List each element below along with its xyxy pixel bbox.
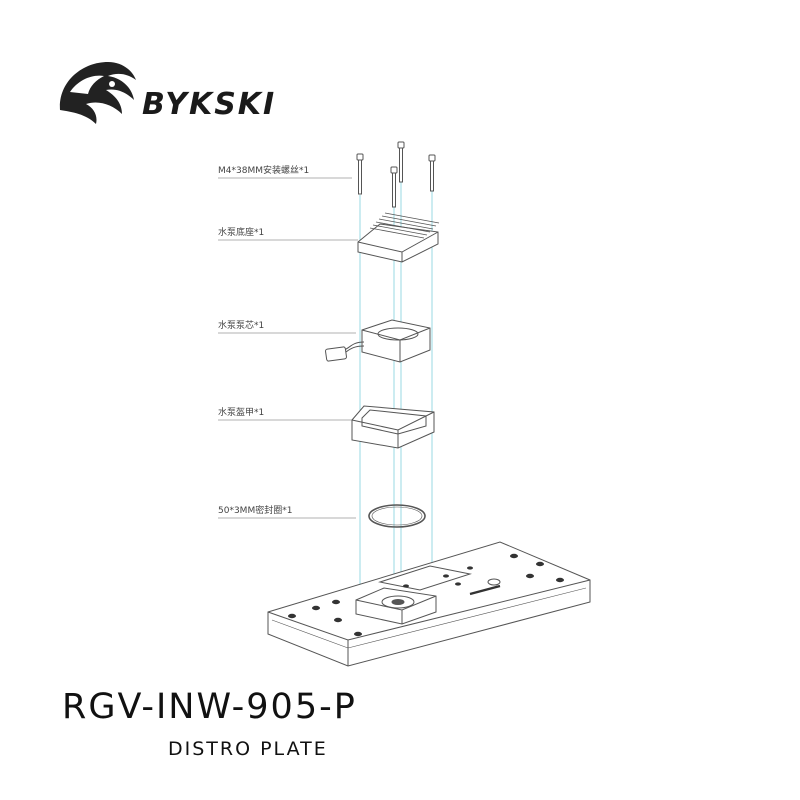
product-model: RGV-INW-905-P	[62, 687, 357, 727]
part-label-pump-core: 水泵泵芯*1	[218, 319, 264, 331]
part-label-pump-base: 水泵底座*1	[218, 226, 264, 238]
pump-core-icon	[325, 319, 431, 363]
brand-name: BYKSKI	[142, 87, 276, 122]
part-labels: M4*38MM安装螺丝*1 水泵底座*1 水泵泵芯*1 水泵盔甲*1 50*3M…	[218, 164, 309, 516]
dragon-logo-icon	[59, 62, 137, 124]
part-label-screw: M4*38MM安装螺丝*1	[218, 164, 309, 176]
screw-icon	[356, 141, 436, 208]
callout-lines	[218, 177, 358, 519]
product-type: DISTRO PLATE	[168, 738, 328, 760]
pump-base-icon	[357, 212, 440, 263]
pump-housing-icon	[351, 405, 435, 449]
part-label-o-ring: 50*3MM密封圈*1	[218, 504, 292, 516]
o-ring-icon	[368, 504, 426, 528]
distro-plate	[267, 541, 591, 667]
part-label-pump-housing: 水泵盔甲*1	[218, 406, 264, 418]
